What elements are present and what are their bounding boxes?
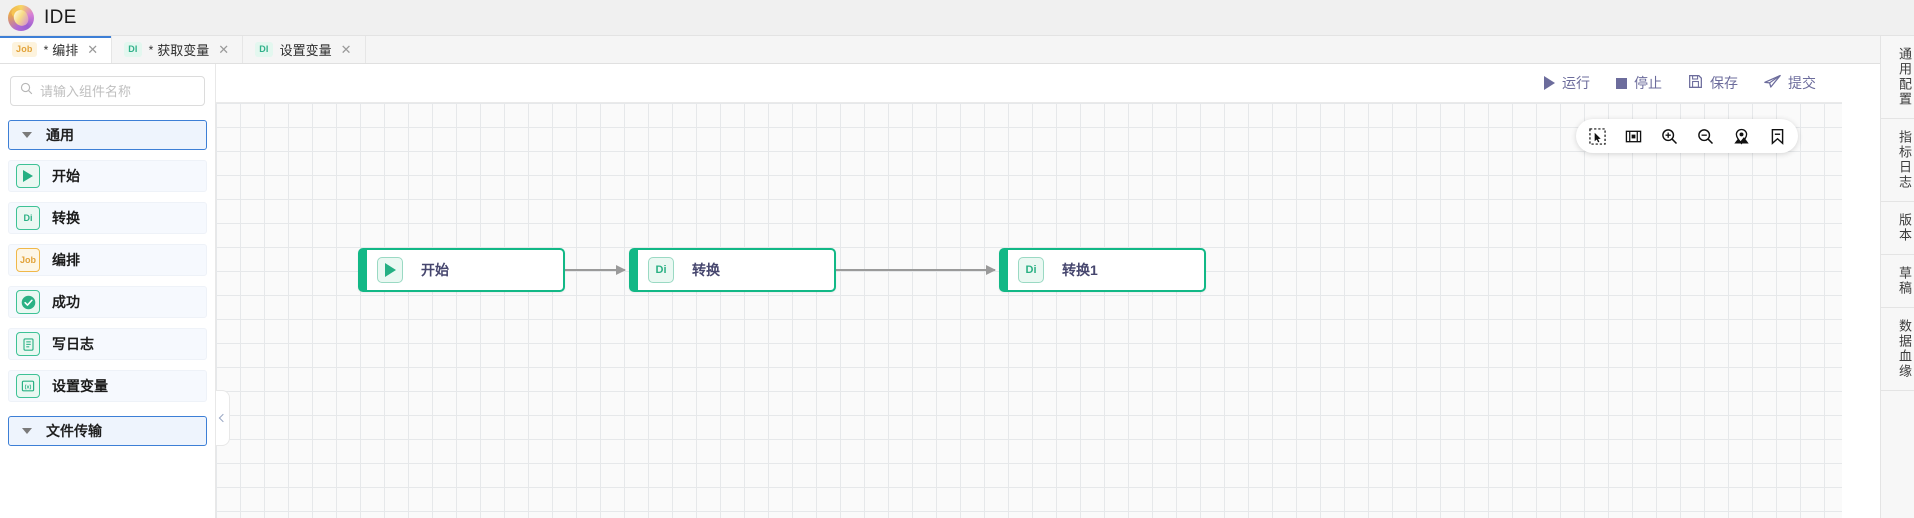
rail-item-shujuxueyuan[interactable]: 数据血缘 — [1881, 308, 1914, 391]
tab-shezhibianliang[interactable]: DI 设置变量 ✕ — [243, 36, 366, 63]
tab-close-icon[interactable]: ✕ — [87, 41, 99, 57]
play-icon — [16, 164, 40, 188]
locate-node-icon[interactable] — [1732, 127, 1750, 145]
tab-bar: Job * 编排 ✕ DI * 获取变量 ✕ DI 设置变量 ✕ — [0, 36, 1914, 64]
canvas-node-zhuanhuan1[interactable]: Di 转换1 — [999, 248, 1206, 292]
component-label: 写日志 — [52, 336, 94, 352]
component-label: 设置变量 — [52, 378, 108, 394]
tab-label: 获取变量 — [157, 43, 210, 58]
tab-huoqubianliang[interactable]: DI * 获取变量 ✕ — [112, 36, 244, 63]
canvas-grid[interactable]: 开始 Di 转换 Di 转换1 — [216, 103, 1842, 518]
play-triangle-icon — [1544, 76, 1555, 90]
canvas-view-toolbar — [1576, 119, 1798, 153]
save-label: 保存 — [1710, 75, 1738, 91]
group-header-wenjianchuanshu[interactable]: 文件传输 — [8, 416, 207, 446]
job-badge-icon: Job — [16, 248, 40, 272]
tab-modified-marker: * — [148, 42, 154, 57]
search-icon — [20, 82, 33, 100]
check-circle-icon — [16, 290, 40, 314]
chevron-left-icon — [218, 413, 227, 423]
component-item-shezhibianliang[interactable]: (x) 设置变量 — [8, 370, 207, 402]
search-box[interactable] — [10, 76, 215, 106]
node-label: 开始 — [421, 262, 449, 278]
set-variable-icon: (x) — [16, 374, 40, 398]
component-item-zhuanhuan[interactable]: Di 转换 — [8, 202, 207, 234]
group-label: 通用 — [46, 127, 74, 143]
node-label: 转换1 — [1062, 262, 1098, 278]
tab-modified-marker: * — [43, 42, 49, 57]
app-title: IDE — [44, 6, 77, 28]
component-label: 成功 — [52, 294, 80, 310]
node-label: 转换 — [692, 262, 720, 278]
connection-start-to-transform[interactable] — [565, 265, 626, 275]
component-item-bianpai[interactable]: Job 编排 — [8, 244, 207, 276]
swirl-logo-icon — [8, 4, 34, 31]
group-header-tongyong[interactable]: 通用 — [8, 120, 207, 150]
title-bar: IDE — [0, 0, 1914, 36]
di-badge-icon: Di — [16, 206, 40, 230]
canvas-area[interactable]: 运行 停止 保存 提交 — [216, 64, 1842, 518]
submit-button[interactable]: 提交 — [1764, 73, 1816, 93]
run-label: 运行 — [1562, 75, 1590, 91]
zoom-out-icon[interactable] — [1696, 127, 1714, 145]
tab-tag-di: DI — [124, 42, 142, 57]
play-icon — [377, 257, 403, 283]
save-button[interactable]: 保存 — [1688, 73, 1738, 93]
stop-square-icon — [1616, 77, 1627, 89]
tab-bar-spacer — [365, 36, 1874, 63]
canvas-node-zhuanhuan[interactable]: Di 转换 — [629, 248, 836, 292]
submit-label: 提交 — [1788, 75, 1816, 91]
rail-item-banben[interactable]: 版本 — [1881, 202, 1914, 255]
tab-label: 设置变量 — [279, 43, 332, 58]
connection-transform-to-transform1[interactable] — [836, 265, 996, 275]
svg-text:(x): (x) — [25, 384, 32, 390]
di-badge-icon: Di — [1018, 257, 1044, 283]
tab-tag-di: DI — [255, 42, 273, 57]
component-panel: 通用 开始 Di 转换 Job 编排 成功 — [0, 64, 216, 518]
panel-collapse-handle[interactable] — [216, 390, 230, 446]
caret-down-icon — [22, 132, 32, 138]
search-input[interactable] — [40, 83, 215, 99]
stop-label: 停止 — [1634, 75, 1662, 91]
right-rail: 通用配置 指标日志 版本 草稿 数据血缘 — [1880, 36, 1914, 518]
component-item-chenggong[interactable]: 成功 — [8, 286, 207, 318]
component-item-xierizhi[interactable]: 写日志 — [8, 328, 207, 360]
zoom-in-icon[interactable] — [1660, 127, 1678, 145]
component-label: 开始 — [52, 168, 80, 184]
send-paper-plane-icon — [1764, 74, 1781, 92]
stop-button[interactable]: 停止 — [1616, 73, 1662, 93]
tab-close-icon[interactable]: ✕ — [340, 41, 352, 57]
canvas-node-kaishi[interactable]: 开始 — [358, 248, 565, 292]
rail-item-caogao[interactable]: 草稿 — [1881, 255, 1914, 308]
bookmark-minus-icon[interactable] — [1768, 127, 1786, 145]
tab-bianpai[interactable]: Job * 编排 ✕ — [0, 36, 113, 63]
component-label: 转换 — [52, 210, 80, 226]
caret-down-icon — [22, 428, 32, 434]
run-button[interactable]: 运行 — [1544, 73, 1590, 93]
rail-item-tongyongpeizhi[interactable]: 通用配置 — [1881, 36, 1914, 119]
document-log-icon — [16, 332, 40, 356]
select-marquee-icon[interactable] — [1588, 127, 1606, 145]
save-floppy-icon — [1688, 74, 1703, 92]
di-badge-icon: Di — [648, 257, 674, 283]
group-label: 文件传输 — [46, 423, 102, 439]
component-label: 编排 — [52, 252, 80, 268]
rail-item-zhibiaorizhi[interactable]: 指标日志 — [1881, 119, 1914, 202]
tab-label: 编排 — [52, 43, 79, 58]
fit-view-icon[interactable] — [1624, 127, 1642, 145]
canvas-toolbar: 运行 停止 保存 提交 — [216, 64, 1842, 103]
component-item-kaishi[interactable]: 开始 — [8, 160, 207, 192]
tab-tag-job: Job — [12, 42, 37, 57]
tab-close-icon[interactable]: ✕ — [218, 41, 230, 57]
